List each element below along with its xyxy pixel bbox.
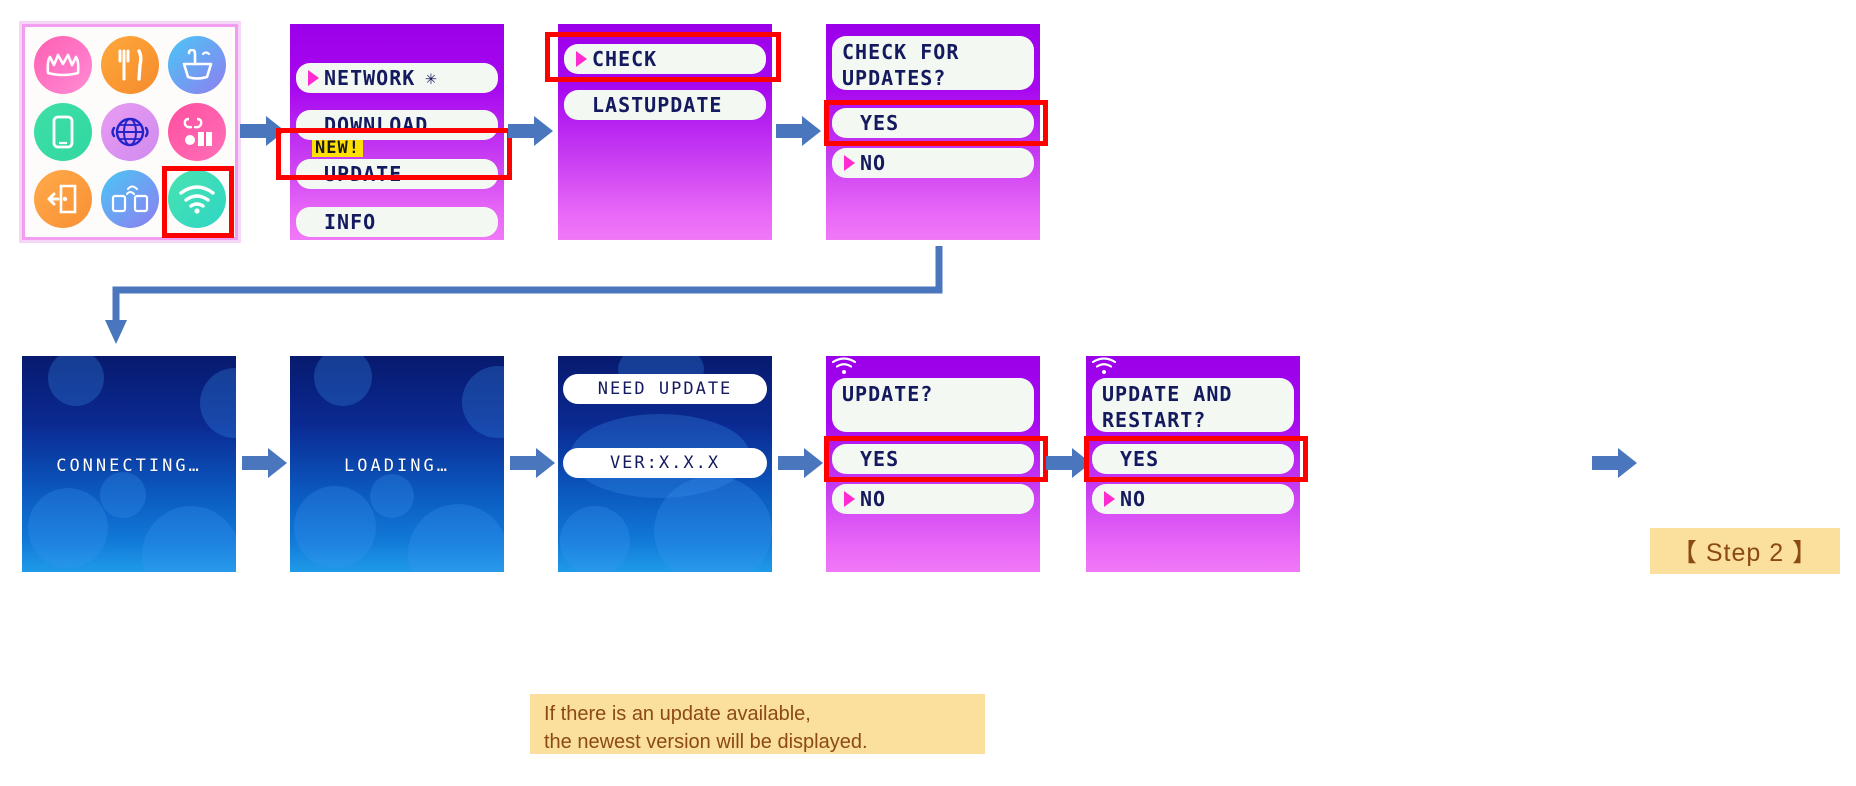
version-text: VER:X.X.X (609, 453, 721, 473)
flow-arrow (242, 446, 288, 480)
step2-callout: 【 Step 2 】 (1650, 528, 1840, 574)
flow-arrow (778, 446, 824, 480)
question-text: CHECK FOR UPDATES? (842, 40, 960, 90)
gear-icon: ✳ (425, 66, 438, 89)
screen-loading: LOADING… (290, 356, 504, 572)
need-update-pill: NEED UPDATE (563, 374, 767, 404)
confirm-yes[interactable]: YES (832, 444, 1034, 474)
screen-connecting: CONNECTING… (22, 356, 236, 572)
background-bubbles (290, 356, 504, 572)
menu-item-label: NETWORK (324, 66, 416, 90)
menu-item-label: INFO (324, 210, 377, 234)
screen-update-menu: CHECK LASTUPDATE (558, 24, 772, 240)
exit-icon[interactable] (33, 170, 92, 229)
menu-item-label: YES (860, 447, 900, 471)
menu-item-network[interactable]: NETWORK ✳ (296, 63, 498, 93)
confirm-question: CHECK FOR UPDATES? (832, 36, 1034, 90)
menu-item-label: LASTUPDATE (592, 93, 723, 117)
menu-item-label: CHECK (592, 47, 658, 71)
step2-label: 【 Step 2 】 (1671, 539, 1819, 567)
selection-caret-icon (308, 70, 319, 86)
note-line-2: the newest version will be displayed. (544, 731, 868, 753)
wifi-icon[interactable] (168, 170, 227, 229)
wifi-icon (831, 357, 857, 375)
need-update-text: NEED UPDATE (597, 379, 733, 399)
confirm-question: UPDATE AND RESTART? (1092, 378, 1294, 432)
link-icon[interactable] (100, 170, 159, 229)
globe-icon[interactable] (100, 102, 159, 161)
screen-check-confirm: CHECK FOR UPDATES? YES NO (826, 24, 1040, 240)
flow-arrow (240, 114, 286, 148)
question-text: UPDATE? (842, 382, 934, 406)
menu-item-label: YES (1120, 447, 1160, 471)
screen-network-menu: NETWORK ✳ DOWNLOAD NEW! UPDATE INFO (290, 24, 504, 240)
menu-item-label: NO (860, 487, 887, 511)
question-text: UPDATE AND RESTART? (1102, 382, 1233, 432)
menu-item-label: YES (860, 111, 900, 135)
screen-update-restart-confirm: UPDATE AND RESTART? YES NO (1086, 356, 1300, 572)
confirm-no[interactable]: NO (1092, 484, 1294, 514)
menu-item-check[interactable]: CHECK (564, 44, 766, 74)
menu-item-label: NO (1120, 487, 1147, 511)
flow-arrow (508, 114, 554, 148)
confirm-yes[interactable]: YES (1092, 444, 1294, 474)
menu-item-label: DOWNLOAD (324, 113, 429, 137)
menu-item-lastupdate[interactable]: LASTUPDATE (564, 90, 766, 120)
confirm-question: UPDATE? (832, 378, 1034, 432)
version-pill: VER:X.X.X (563, 448, 767, 478)
menu-item-update[interactable]: UPDATE (296, 159, 498, 189)
menu-item-download[interactable]: DOWNLOAD (296, 110, 498, 140)
status-text: CONNECTING… (56, 456, 202, 476)
update-note-callout: If there is an update available, the new… (530, 694, 985, 754)
crown-icon[interactable] (33, 35, 92, 94)
status-text: LOADING… (344, 456, 450, 476)
flow-arrow (510, 446, 556, 480)
bath-icon[interactable] (168, 35, 227, 94)
confirm-no[interactable]: NO (832, 484, 1034, 514)
flow-arrow (1592, 446, 1638, 480)
confirm-yes[interactable]: YES (832, 108, 1034, 138)
menu-item-label: NO (860, 151, 887, 175)
menu-item-label: UPDATE (324, 162, 403, 186)
selection-caret-icon (844, 155, 855, 171)
flow-arrow (1046, 446, 1092, 480)
food-icon[interactable] (100, 35, 159, 94)
menu-icon-grid[interactable] (19, 21, 241, 243)
flow-arrow (776, 114, 822, 148)
selection-caret-icon (576, 51, 587, 67)
wifi-icon (1091, 357, 1117, 375)
menu-item-info[interactable]: INFO (296, 207, 498, 237)
selection-caret-icon (1104, 491, 1115, 507)
new-badge: NEW! (312, 140, 363, 157)
note-line-1: If there is an update available, (544, 703, 811, 725)
phone-icon[interactable] (33, 102, 92, 161)
screen-update-confirm: UPDATE? YES NO (826, 356, 1040, 572)
background-bubbles (22, 356, 236, 572)
confirm-no[interactable]: NO (832, 148, 1034, 178)
selection-caret-icon (844, 491, 855, 507)
screen-need-update: NEED UPDATE VER:X.X.X (558, 356, 772, 572)
gift-icon[interactable] (168, 102, 227, 161)
